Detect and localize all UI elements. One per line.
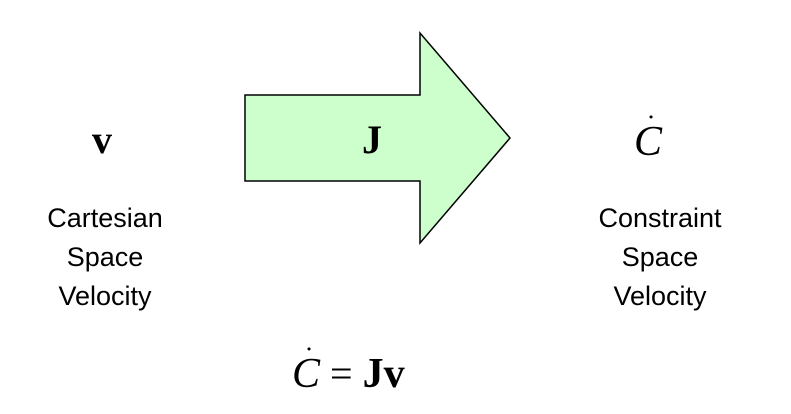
equation-lhs-letter: C (292, 351, 321, 397)
jacobian-label: J (362, 117, 382, 162)
label-line: Space (66, 242, 144, 272)
constraint-space-velocity-label: Constraint Space Velocity (560, 199, 760, 316)
time-derivative-dot: ˙ (304, 341, 314, 374)
equals-sign: = (330, 351, 353, 396)
label-line: Constraint (598, 203, 722, 233)
cartesian-space-velocity-label: Cartesian Space Velocity (5, 199, 205, 316)
constraint-velocity-symbol: C ˙ (634, 111, 663, 165)
time-derivative-dot: ˙ (646, 109, 656, 142)
arrow-shape (244, 30, 511, 246)
equation-lhs: C ˙ (292, 343, 321, 397)
label-line: Space (621, 242, 699, 272)
symbol-letter: C (634, 119, 663, 165)
velocity-equation: C ˙ = Jv (292, 343, 405, 403)
label-line: Velocity (58, 281, 152, 311)
cartesian-velocity-symbol: v (92, 117, 112, 162)
label-line: Velocity (613, 281, 707, 311)
equation-rhs: Jv (362, 351, 405, 397)
label-line: Cartesian (47, 203, 163, 233)
